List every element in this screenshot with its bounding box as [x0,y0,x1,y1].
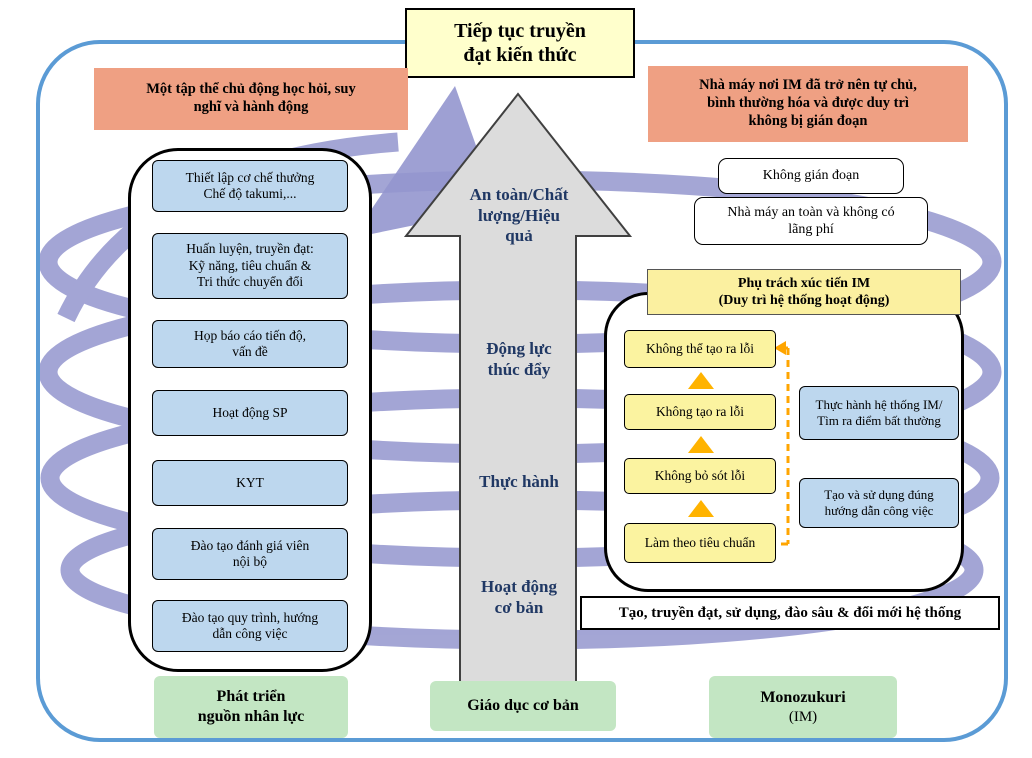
left-item-procedure-training: Đào tạo quy trình, hướng dẫn công việc [152,600,348,652]
arrow-level-motivation: Động lực thúc đẩy [486,339,552,379]
step-up-arrow-icon [688,372,714,389]
left-item-reward-mechanism: Thiết lập cơ chế thưởng Chế độ takumi,..… [152,160,348,212]
practice-work-instructions: Tạo và sử dụng đúng hướng dẫn công việc [799,478,959,528]
practice-im-system: Thực hành hệ thống IM/ Tìm ra điểm bất t… [799,386,959,440]
note-safe-factory: Nhà máy an toàn và không có lãng phí [694,197,928,245]
step-cannot-create-error: Không thể tạo ra lỗi [624,330,776,368]
step-up-arrow-icon [688,436,714,453]
system-renewal-bar: Tạo, truyền đạt, sử dụng, đào sâu & đổi … [580,596,1000,630]
label-monozukuri: Monozukuri (IM) [709,676,897,738]
left-banner: Một tập thể chủ động học hỏi, suy nghĩ v… [94,68,408,130]
label-basic-education: Giáo dục cơ bản [430,681,616,731]
step-up-arrow-icon [688,500,714,517]
page-title: Tiếp tục truyền đạt kiến thức [405,8,635,78]
left-item-progress-meeting: Họp báo cáo tiến độ, vấn đề [152,320,348,368]
step-follow-standard: Làm theo tiêu chuẩn [624,523,776,563]
label-human-resource-development: Phát triển nguồn nhân lực [154,676,348,738]
im-panel-header: Phụ trách xúc tiến IM (Duy trì hệ thống … [647,269,961,315]
step-do-not-create-error: Không tạo ra lỗi [624,394,776,430]
arrow-level-basic-activity: Hoạt động cơ bản [480,577,558,617]
left-item-sp-activity: Hoạt động SP [152,390,348,436]
left-item-internal-auditor-training: Đào tạo đánh giá viên nội bộ [152,528,348,580]
arrow-level-safety-quality: An toàn/Chất lượng/Hiệu quả [469,184,569,246]
label-monozukuri-line1: Monozukuri [760,689,846,707]
label-monozukuri-line2: (IM) [788,708,818,725]
left-item-kyt: KYT [152,460,348,506]
arrow-level-practice: Thực hành [479,471,559,491]
left-item-training-transfer: Huấn luyện, truyền đạt: Kỹ năng, tiêu ch… [152,233,348,299]
right-banner: Nhà máy nơi IM đã trở nên tự chủ, bình t… [648,66,968,142]
note-no-interruption: Không gián đoạn [718,158,904,194]
step-do-not-miss-error: Không bỏ sót lỗi [624,458,776,494]
